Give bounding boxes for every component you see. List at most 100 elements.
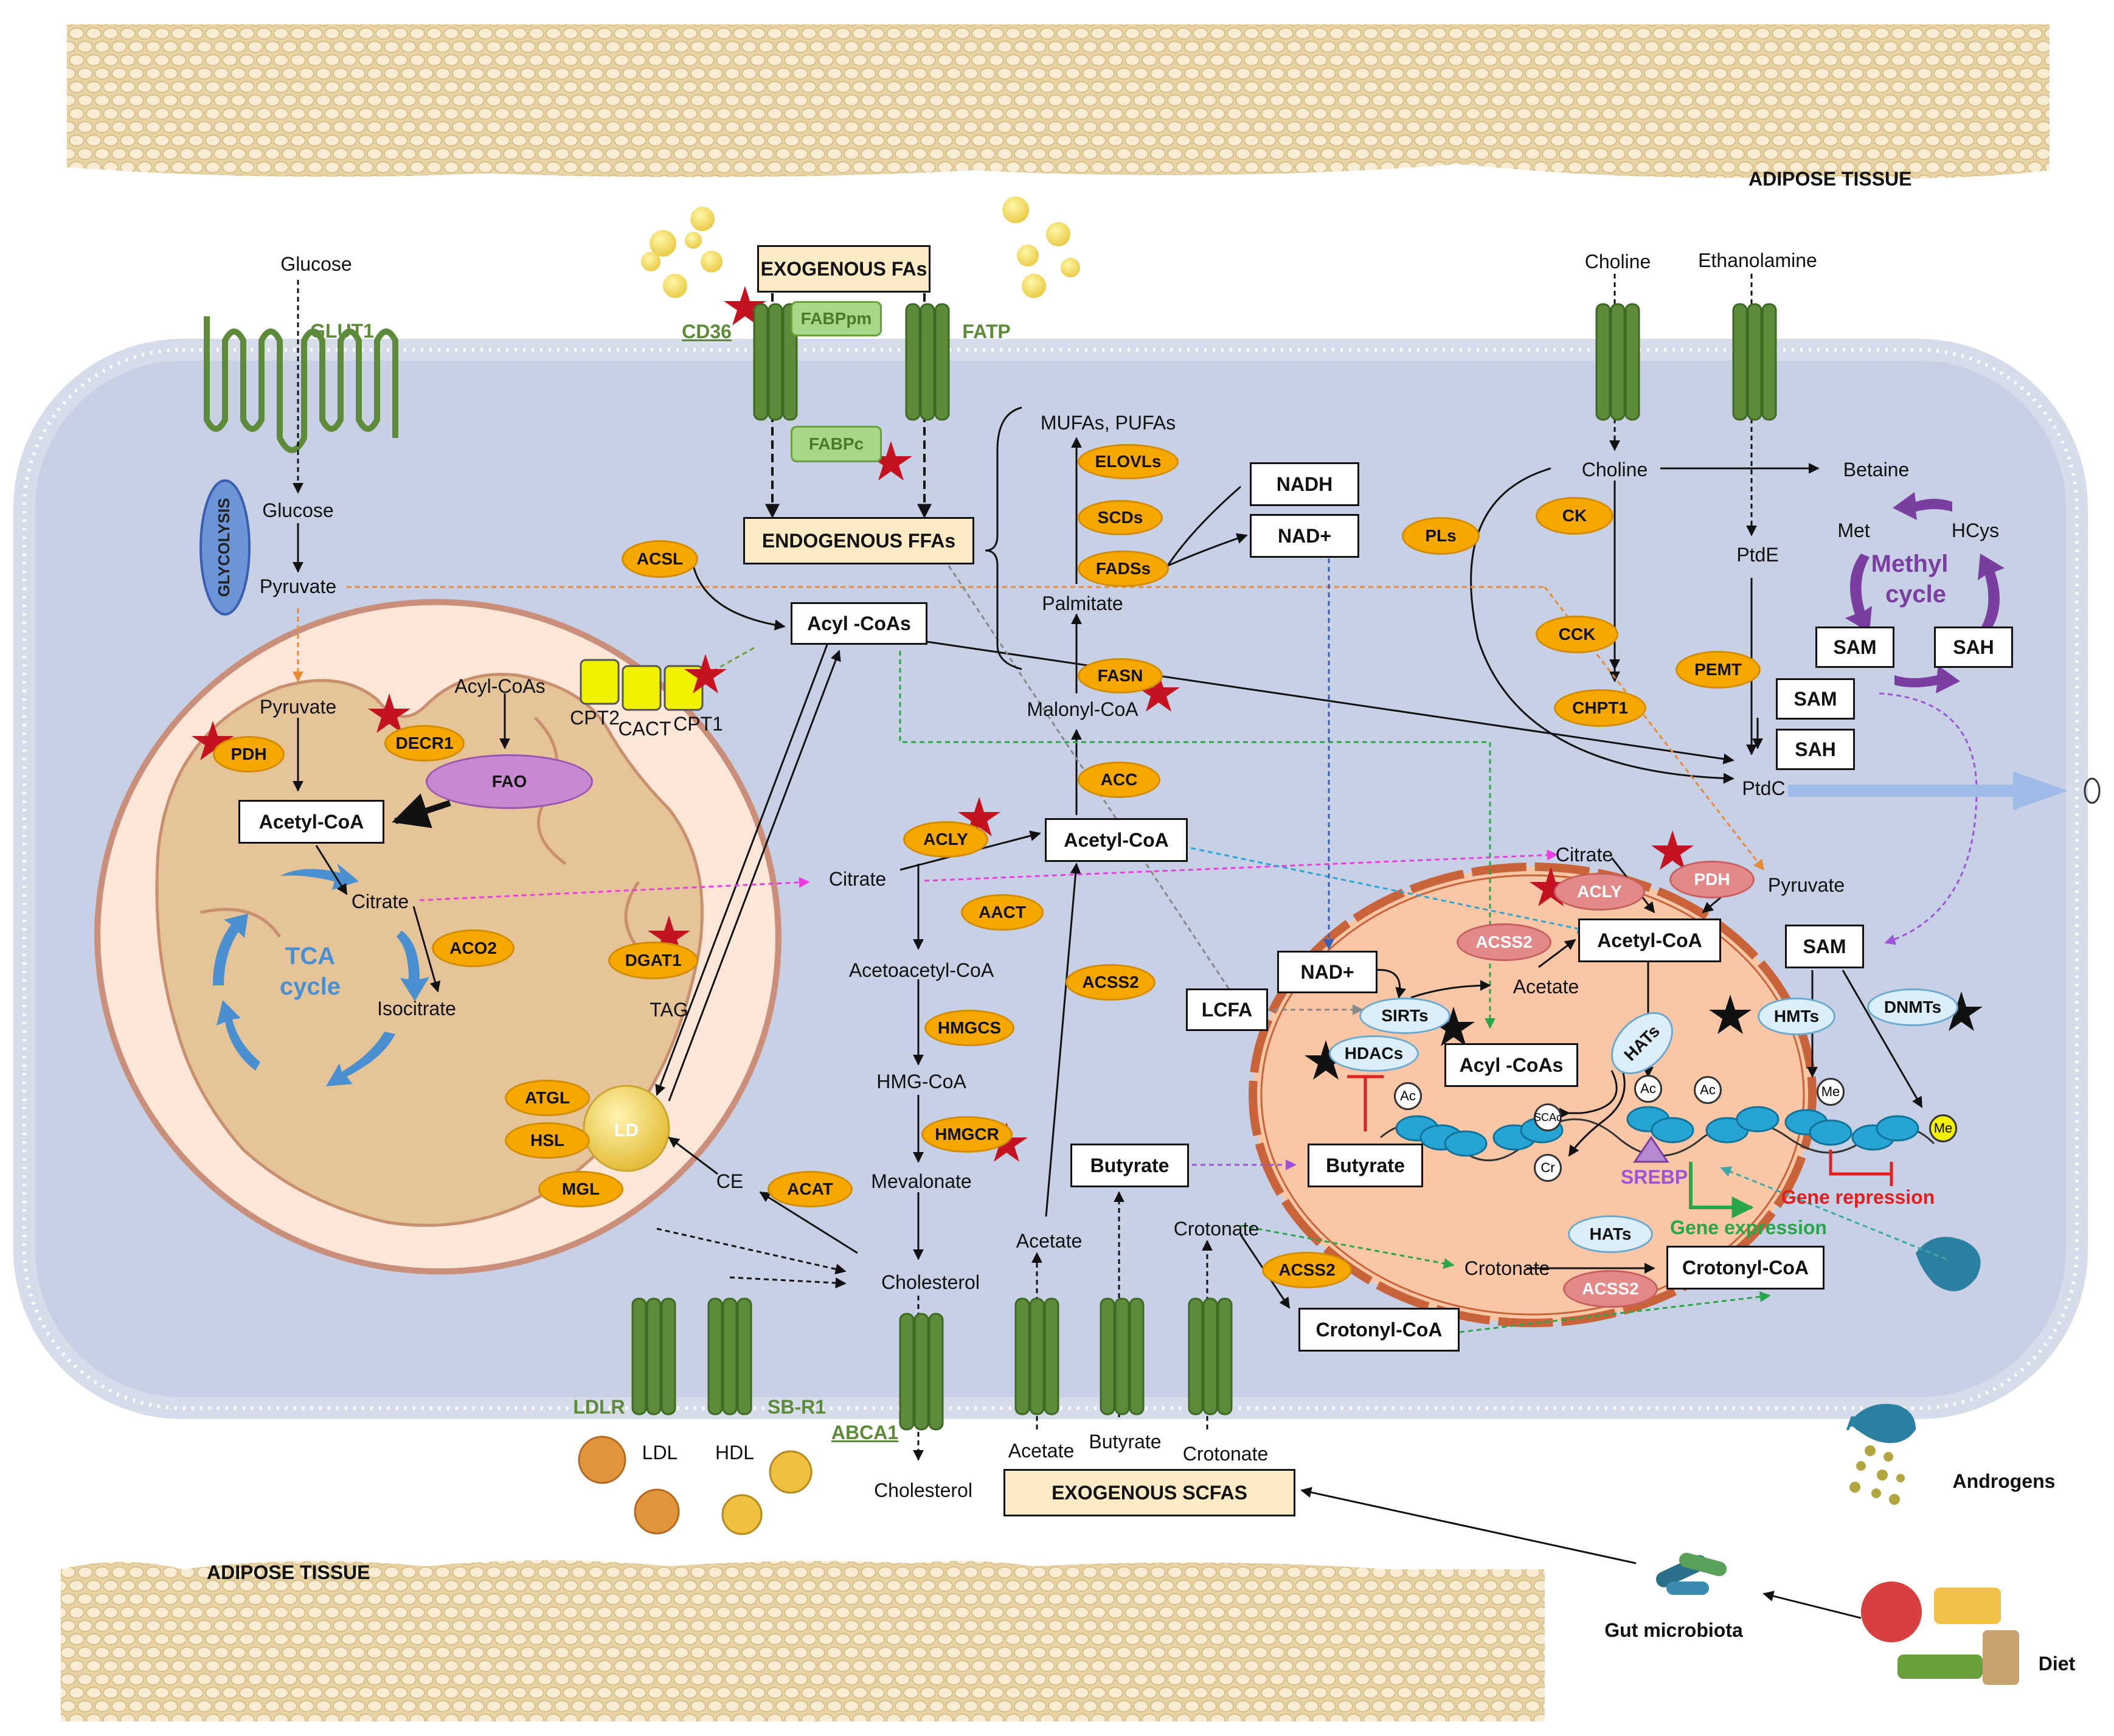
arrow-nuc-acetate-acetylcoa	[1538, 939, 1576, 968]
fa-droplets-left	[641, 207, 723, 298]
srebp-label: SREBP	[1620, 1166, 1688, 1188]
ethanolamine-label: Ethanolamine	[1698, 249, 1817, 271]
endogenous-ffas-box: ENDOGENOUS FFAs	[743, 517, 974, 564]
acly-enzyme: ACLY	[903, 821, 988, 858]
endo-brace	[985, 406, 1022, 670]
mgl-enzyme: MGL	[538, 1171, 623, 1207]
nuc-nad-box: NAD+	[1277, 951, 1378, 993]
nucleosomes	[1395, 1106, 1919, 1157]
gut-microbiota-icon	[1655, 1552, 1727, 1595]
nuc-acss2-enzyme: ACSS2	[1457, 923, 1551, 961]
me-mark-2: Me	[1929, 1114, 1957, 1142]
acetoacetyl-label: Acetoacetyl-CoA	[848, 959, 994, 981]
butyrate-transporter	[1100, 1297, 1145, 1415]
sbr1-label: SB-R1	[767, 1396, 827, 1418]
arrow-acsl	[692, 565, 786, 631]
pls-enzyme: PLs	[1402, 517, 1480, 555]
nuc-acetate-label: Acetate	[1513, 976, 1579, 998]
abca1-transporter	[899, 1313, 944, 1431]
arrow-acylcoas-ld-2	[668, 650, 841, 1102]
ldlr-label: LDLR	[573, 1396, 625, 1418]
nadh-box: NADH	[1250, 462, 1359, 506]
sirts-curve	[1374, 969, 1406, 999]
androgen-particles	[1849, 1445, 1905, 1505]
arrow-crotonylcoa-nucleus	[1459, 1291, 1771, 1333]
exogenous-scfas-box: EXOGENOUS SCFAS	[1003, 1469, 1295, 1516]
pdh-enzyme: PDH	[213, 736, 285, 773]
arrow-ldl-in	[656, 1227, 847, 1275]
ce-label: CE	[716, 1170, 744, 1192]
srebp-triangle	[1633, 1136, 1669, 1163]
cck-enzyme: CCK	[1536, 616, 1618, 653]
arrow-fadss-nad	[1166, 485, 1247, 567]
nuclear-receptor	[1916, 1237, 1981, 1291]
ar-label: AR	[1845, 1412, 1874, 1434]
acetate-out-label: Acetate	[1008, 1440, 1075, 1462]
mito-pyruvate-label: Pyruvate	[259, 696, 337, 718]
glycolysis-badge	[199, 479, 251, 616]
fabpc-transporter: FABPc	[791, 426, 882, 462]
palmitate-label: Palmitate	[1042, 592, 1123, 614]
ac-mark-2: Ac	[1634, 1075, 1662, 1103]
aact-enzyme: AACT	[961, 894, 1044, 931]
arrow-citrate-isocitrate	[412, 906, 441, 993]
crotonate-transporter	[1188, 1297, 1233, 1415]
citrate-label: Citrate	[828, 868, 887, 890]
arrow-acylcoas-ptdc	[906, 637, 1735, 765]
fabppm-transporter: FABPpm	[791, 301, 882, 336]
ptdc-export-arrow	[1788, 771, 2068, 810]
sah-box-2: SAH	[1776, 729, 1855, 770]
gene-expression-mark	[1689, 1162, 1754, 1218]
hats-enzyme-2: HATs	[1568, 1215, 1653, 1253]
nuc-sam-box: SAM	[1785, 925, 1864, 968]
gene-expression-label: Gene expression	[1670, 1217, 1827, 1238]
pyruvate-label: Pyruvate	[260, 575, 336, 597]
cr-mark: Cr	[1534, 1154, 1562, 1182]
hdacs-enzyme: HDACs	[1329, 1035, 1419, 1072]
nuc-citrate-label: Citrate	[1555, 844, 1613, 866]
arrow-mito-citrate-out	[419, 877, 810, 901]
choline-top-label: Choline	[1584, 251, 1651, 273]
arrow-ce-ld	[668, 1136, 718, 1175]
tca-arrows	[213, 863, 429, 1086]
fao-enzyme: FAO	[426, 754, 593, 809]
chpt1-enzyme: CHPT1	[1554, 689, 1646, 727]
cpt1-label: CPT1	[673, 713, 723, 735]
dnmts-enzyme: DNMTs	[1867, 988, 1958, 1026]
arrow-cholesterol-ce	[759, 1191, 858, 1254]
diet-label: Diet	[2038, 1653, 2076, 1675]
nuc-pyruvate-label: Pyruvate	[1767, 874, 1845, 896]
acyl-coas-box: Acyl -CoAs	[791, 602, 927, 645]
nuc-acss2-b-enzyme: ACSS2	[1563, 1270, 1658, 1308]
scac-mark: SCAc	[1534, 1103, 1562, 1131]
fasn-enzyme: FASN	[1078, 658, 1163, 693]
malonyl-label: Malonyl-CoA	[1027, 698, 1138, 720]
atgl-enzyme: ATGL	[505, 1080, 590, 1116]
arrow-pls-ptdc	[1470, 467, 1735, 784]
acc-enzyme: ACC	[1078, 762, 1160, 798]
ac-mark-1: Ac	[1394, 1082, 1422, 1110]
arrow-ar-srebp	[1720, 1166, 1947, 1260]
nuc-acly-enzyme: ACLY	[1554, 873, 1645, 911]
glucose-label: Glucose	[262, 499, 333, 521]
arrow-acetylcoa-nucleus	[1149, 838, 1589, 934]
butyrate-out-label: Butyrate	[1089, 1431, 1162, 1453]
lipid-droplet	[583, 1085, 670, 1172]
arrow-acylcoas-nucleus	[899, 651, 1495, 1029]
fadss-enzyme: FADSs	[1078, 550, 1169, 587]
isocitrate-label: Isocitrate	[377, 998, 456, 1019]
hsl-enzyme: HSL	[505, 1122, 590, 1159]
decr1-enzyme: DECR1	[384, 725, 465, 762]
arrow-sam-me2	[1842, 970, 1923, 1108]
acsl-enzyme: ACSL	[622, 540, 698, 578]
elovls-enzyme: ELOVLs	[1078, 444, 1179, 479]
dgat1-enzyme: DGAT1	[608, 942, 698, 979]
butyrate-cyto-box: Butyrate	[1070, 1144, 1189, 1187]
androgens-label: Androgens	[1952, 1470, 2056, 1492]
arrow-citrate-nucleus	[924, 849, 1558, 882]
acetyl-coa-cyto-box: Acetyl-CoA	[1045, 818, 1188, 862]
ptdc-label: PtdC	[1742, 777, 1786, 799]
acss2-cyto-enzyme: ACSS2	[1066, 964, 1156, 1001]
mevalonate-label: Mevalonate	[871, 1170, 972, 1192]
arrow-diet-gut	[1762, 1591, 1862, 1619]
